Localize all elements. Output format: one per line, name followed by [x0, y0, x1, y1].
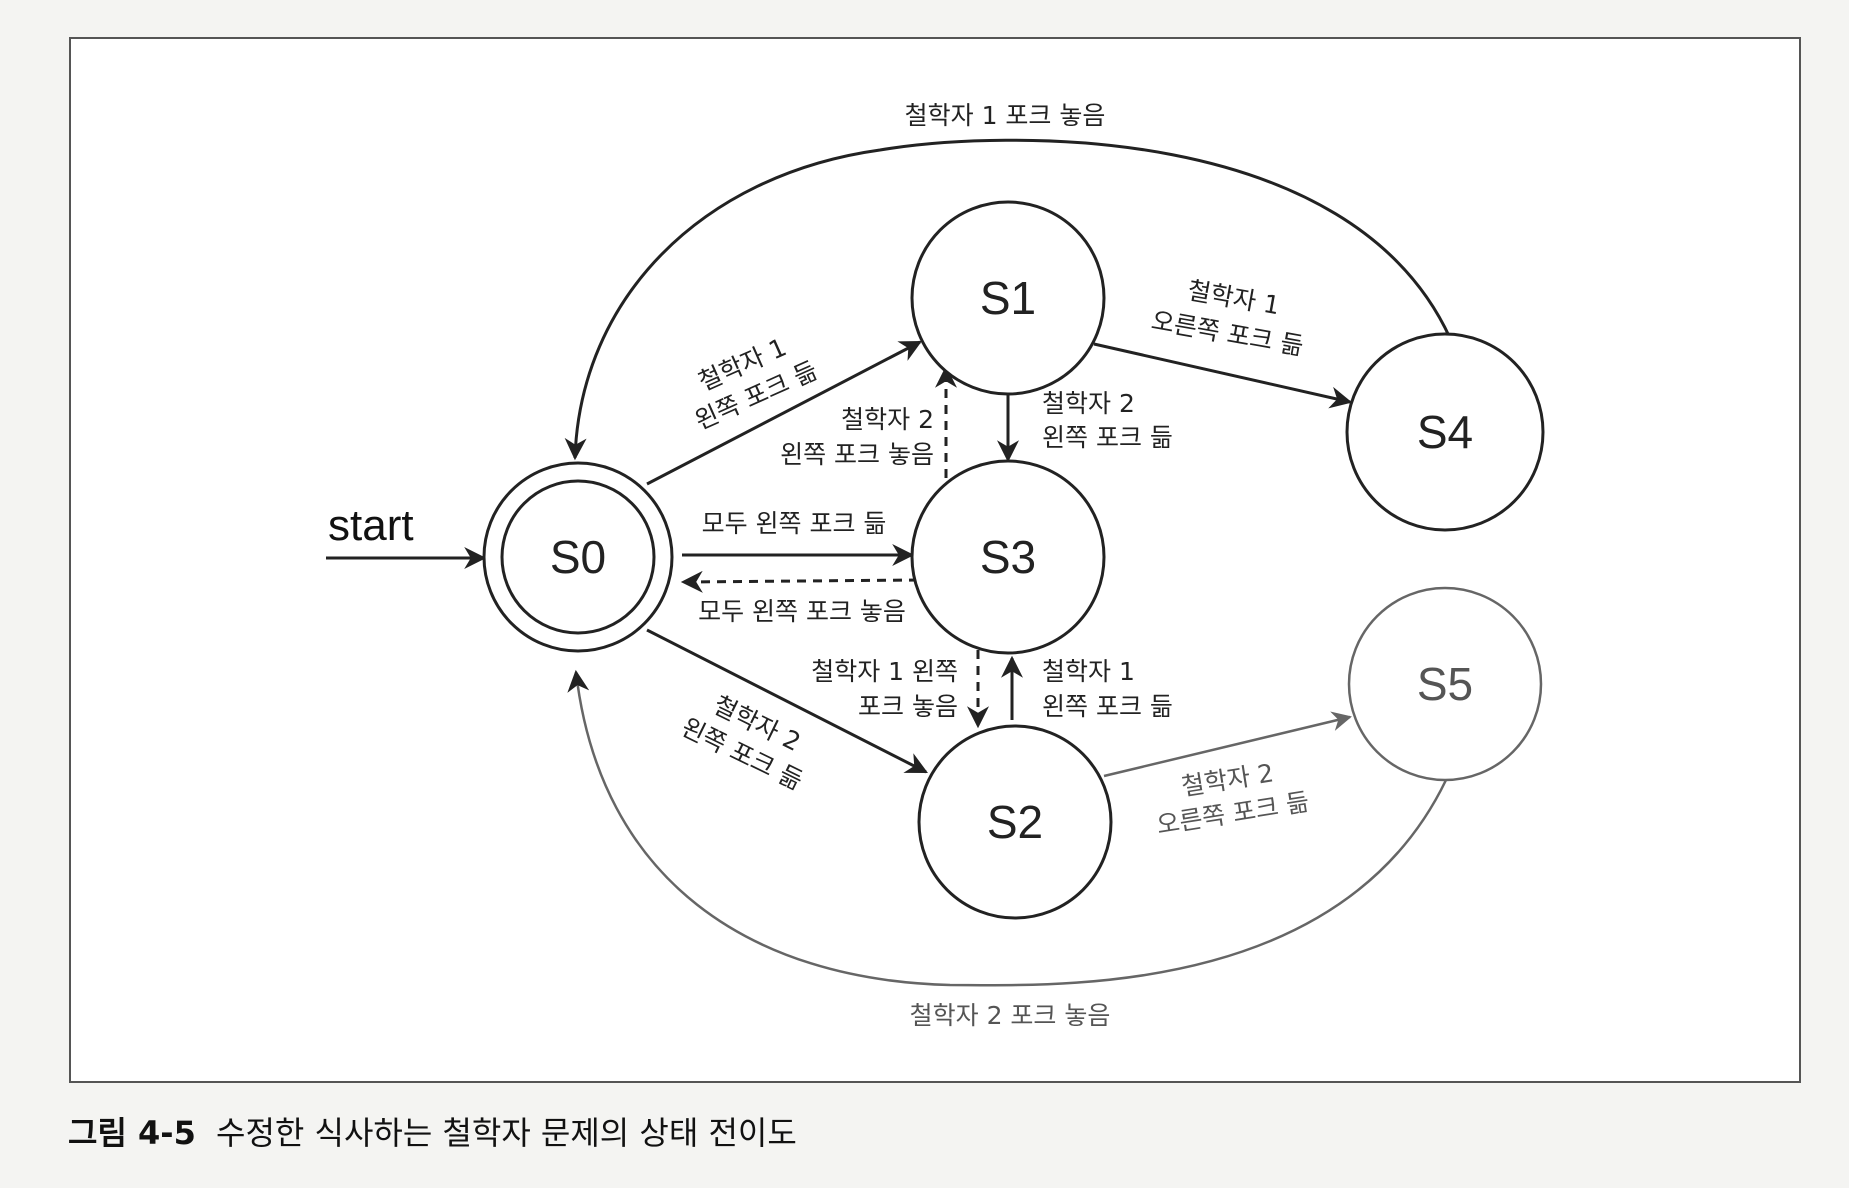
label-s3-s1-line1: 철학자 2	[841, 405, 934, 434]
edge-s3-s0	[680, 570, 919, 593]
start-label: start	[328, 501, 414, 550]
label-s1-s3-line1: 철학자 2	[1042, 389, 1135, 418]
edge-s0-s1	[646, 340, 922, 486]
label-s2-s3-line1: 철학자 1	[1042, 657, 1135, 686]
state-label-s0: S0	[550, 531, 606, 583]
state-s3: S3	[910, 459, 1106, 655]
state-s2: S2	[917, 724, 1113, 920]
label-s0-s3: 모두 왼쪽 포크 듦	[702, 509, 887, 538]
state-label-s2: S2	[987, 796, 1043, 848]
label-s3-s2-line2: 포크 놓음	[858, 692, 958, 721]
figure-caption: 그림 4-5 수정한 식사하는 철학자 문제의 상태 전이도	[68, 1108, 797, 1154]
label-s1-s3-line2: 왼쪽 포크 듦	[1042, 423, 1173, 452]
label-s3-s0: 모두 왼쪽 포크 놓음	[698, 597, 906, 626]
state-label-s1: S1	[980, 272, 1036, 324]
edge-bottom-arc	[567, 669, 1448, 987]
edge-s0-s2	[646, 628, 928, 774]
edge-s1-s4	[1093, 342, 1353, 409]
figure-title: 수정한 식사하는 철학자 문제의 상태 전이도	[216, 1114, 797, 1152]
figure-number: 그림 4-5	[68, 1114, 196, 1152]
state-label-s4: S4	[1417, 406, 1473, 458]
label-bottom-arc: 철학자 2 포크 놓음	[910, 1001, 1111, 1030]
state-label-s3: S3	[980, 531, 1036, 583]
edge-top-arc	[564, 138, 1452, 461]
label-s3-s1-line2: 왼쪽 포크 놓음	[780, 440, 934, 469]
label-top-arc: 철학자 1 포크 놓음	[905, 101, 1106, 130]
state-s1: S1	[910, 200, 1106, 396]
edge-s2-s5	[1103, 711, 1352, 778]
state-s5: S5	[1347, 586, 1543, 782]
state-s4: S4	[1345, 332, 1545, 532]
state-s0: S0	[482, 461, 674, 653]
state-label-s5: S5	[1417, 658, 1473, 710]
label-s2-s3-line2: 왼쪽 포크 듦	[1042, 692, 1173, 721]
label-s3-s2-line1: 철학자 1 왼쪽	[811, 657, 958, 686]
